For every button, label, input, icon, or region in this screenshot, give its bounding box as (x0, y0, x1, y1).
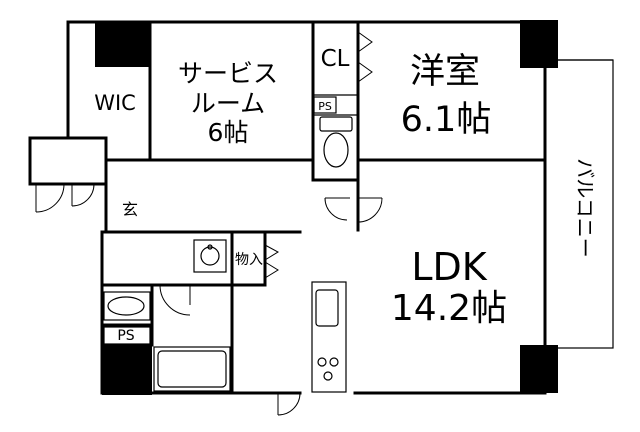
ps-label-top: PS (318, 100, 332, 113)
ldk-size: 14.2帖 (391, 288, 507, 329)
ps-box-top (313, 96, 337, 114)
kitchen-counter (311, 281, 347, 393)
washbasin (103, 291, 151, 321)
outer-walls (66, 20, 547, 395)
wic-label: WIC (94, 91, 136, 115)
ldk-label: LDK (411, 245, 487, 289)
balcony-label: バルコニー (573, 158, 597, 258)
column-bottom-right (520, 345, 558, 393)
bathtub (153, 346, 231, 392)
washing-machine (193, 239, 227, 273)
room-doors (159, 31, 383, 416)
column-top-left (95, 22, 150, 67)
interior-walls (66, 20, 547, 395)
closet-label: CL (321, 46, 350, 72)
service-room-label-line2: ルーム (191, 89, 265, 118)
ps-label-bottom: PS (117, 328, 134, 344)
entry-porch-box (28, 136, 108, 186)
toilet (319, 116, 353, 168)
column-top-right (520, 20, 558, 68)
service-room-size: 6帖 (208, 118, 249, 147)
service-room-label-line1: サービス (178, 59, 278, 88)
entrance-label: 玄 (122, 200, 138, 219)
storage-label: 物入 (235, 252, 263, 268)
column-bottom-left (102, 345, 152, 395)
ps-box-bottom (103, 326, 151, 345)
porch-doors (35, 183, 95, 213)
western-room-size: 6.1帖 (401, 100, 492, 140)
western-room-label: 洋室 (410, 52, 480, 92)
